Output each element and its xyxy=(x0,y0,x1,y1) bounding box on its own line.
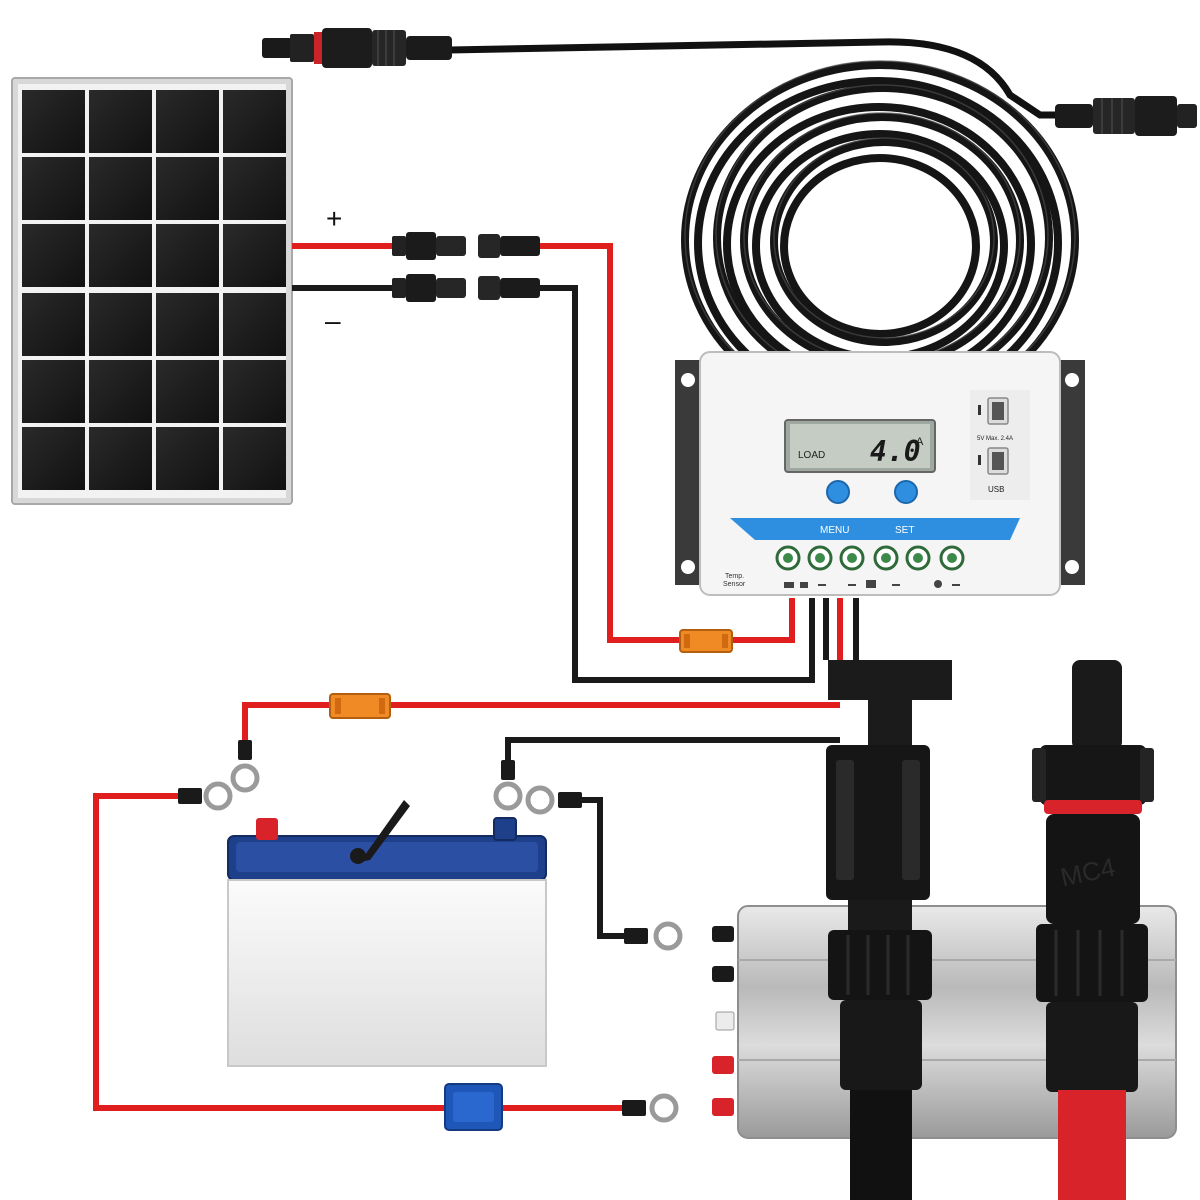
ring-terminal-inverter-negative xyxy=(624,921,683,951)
mc4-connector-top-right xyxy=(1055,96,1197,136)
solar-cell xyxy=(223,224,286,287)
ring-terminal-positive-2 xyxy=(178,781,233,811)
menu-label: MENU xyxy=(820,525,849,536)
terminal-block xyxy=(775,545,965,571)
terminal-screw-head xyxy=(847,553,857,563)
ring-terminal-inverter-positive xyxy=(622,1093,679,1123)
terminal-icons xyxy=(784,580,960,588)
inverter-terminals xyxy=(712,926,734,1116)
inline-fuse-battery xyxy=(329,693,391,719)
mc4-connector-top-left xyxy=(262,28,452,68)
lcd-unit: A xyxy=(916,436,924,448)
positive-terminal-label: + xyxy=(326,203,342,234)
charge-controller: LOAD 4.0 A MENU SET 5V Max. 2.4A USB Tem… xyxy=(675,351,1085,596)
mc4-connector-panel-positive xyxy=(392,232,540,260)
solar-cell xyxy=(22,157,85,220)
menu-button[interactable] xyxy=(826,480,850,504)
terminal-screw-head xyxy=(815,553,825,563)
solar-cell xyxy=(89,90,152,153)
ring-terminal-negative-1 xyxy=(493,760,523,811)
negative-terminal-label: – xyxy=(325,305,341,336)
solar-cell xyxy=(89,360,152,423)
inline-fuse-panel xyxy=(679,629,733,653)
mc4-connector-large-positive: MC4 xyxy=(1032,660,1154,1200)
solar-cell xyxy=(22,90,85,153)
solar-cell xyxy=(156,360,219,423)
terminal-screw-head xyxy=(913,553,923,563)
solar-cell xyxy=(156,157,219,220)
solar-panel xyxy=(11,77,293,505)
circuit-breaker xyxy=(444,1083,503,1131)
solar-cell xyxy=(223,293,286,356)
solar-cell xyxy=(156,293,219,356)
mc4-connector-panel-negative xyxy=(392,274,540,302)
temp-sensor-label-2: Sensor xyxy=(723,581,746,588)
solar-cell xyxy=(223,90,286,153)
solar-cell xyxy=(223,360,286,423)
solar-cell xyxy=(89,293,152,356)
solar-cell xyxy=(22,427,85,490)
solar-cell xyxy=(22,224,85,287)
solar-cell xyxy=(156,224,219,287)
battery xyxy=(227,800,547,1067)
terminal-screw-head xyxy=(947,553,957,563)
usb-label: USB xyxy=(988,485,1004,494)
solar-cell xyxy=(22,360,85,423)
solar-cell xyxy=(223,427,286,490)
battery-positive-terminal xyxy=(256,818,278,840)
mc4-connector-large-negative xyxy=(826,660,952,1200)
solar-cell xyxy=(22,293,85,356)
terminal-screw-head xyxy=(881,553,891,563)
solar-cell xyxy=(89,157,152,220)
usb-spec-label: 5V Max. 2.4A xyxy=(977,436,1013,442)
solar-cell xyxy=(89,427,152,490)
lcd-value: 4.0 xyxy=(870,435,921,468)
set-button[interactable] xyxy=(894,480,918,504)
lcd-load-label: LOAD xyxy=(798,450,825,461)
temp-sensor-label-1: Temp. xyxy=(725,573,744,580)
ring-terminal-negative-2 xyxy=(525,785,582,815)
solar-cells xyxy=(22,90,286,490)
solar-cell xyxy=(223,157,286,220)
solar-cell xyxy=(156,427,219,490)
set-label: SET xyxy=(895,525,914,536)
terminal-screw-head xyxy=(783,553,793,563)
solar-cell xyxy=(89,224,152,287)
usb-icon xyxy=(978,405,981,465)
battery-negative-terminal xyxy=(493,817,517,841)
ring-terminal-positive-1 xyxy=(230,740,260,793)
solar-cell xyxy=(156,90,219,153)
